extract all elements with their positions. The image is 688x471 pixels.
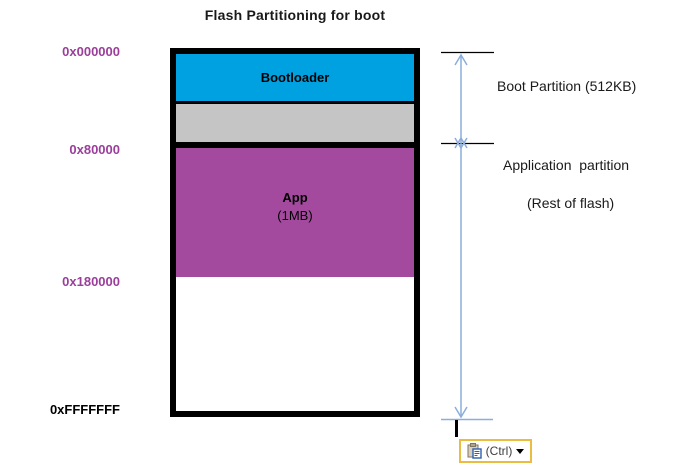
flash-memory-rectangle: Bootloader App (1MB) — [170, 48, 420, 417]
arrowhead-up-icon — [454, 136, 468, 149]
paste-clipboard-icon — [467, 443, 482, 459]
address-label-0x000000: 0x000000 — [62, 44, 120, 59]
region-boot-reserved — [176, 104, 414, 142]
address-label-0xFFFFFFF: 0xFFFFFFF — [49, 402, 120, 417]
arrowhead-up-icon — [454, 53, 468, 66]
arrowhead-down-icon — [454, 137, 468, 150]
address-label-0x180000: 0x180000 — [62, 274, 120, 289]
region-divider — [176, 101, 414, 104]
boot-partition-label: Boot Partition (512KB) — [497, 78, 637, 94]
rest-of-flash-label: (Rest of flash) — [527, 195, 615, 211]
region-unused — [176, 277, 414, 411]
bootloader-label: Bootloader — [260, 70, 330, 85]
arrowhead-down-icon — [454, 406, 468, 419]
paste-options-label: (Ctrl) — [485, 444, 513, 458]
paste-options-button[interactable]: (Ctrl) — [459, 439, 532, 463]
region-divider — [176, 142, 414, 148]
region-bootloader: Bootloader — [176, 54, 414, 101]
diagram-title: Flash Partitioning for boot — [204, 7, 386, 23]
text-cursor — [455, 420, 458, 437]
address-label-0x80000: 0x80000 — [69, 142, 120, 157]
region-app: App (1MB) — [176, 148, 414, 277]
app-label: App — [282, 190, 308, 205]
app-size-label: (1MB) — [277, 208, 313, 223]
chevron-down-icon — [516, 448, 525, 454]
application-partition-label: Application partition — [503, 157, 630, 173]
